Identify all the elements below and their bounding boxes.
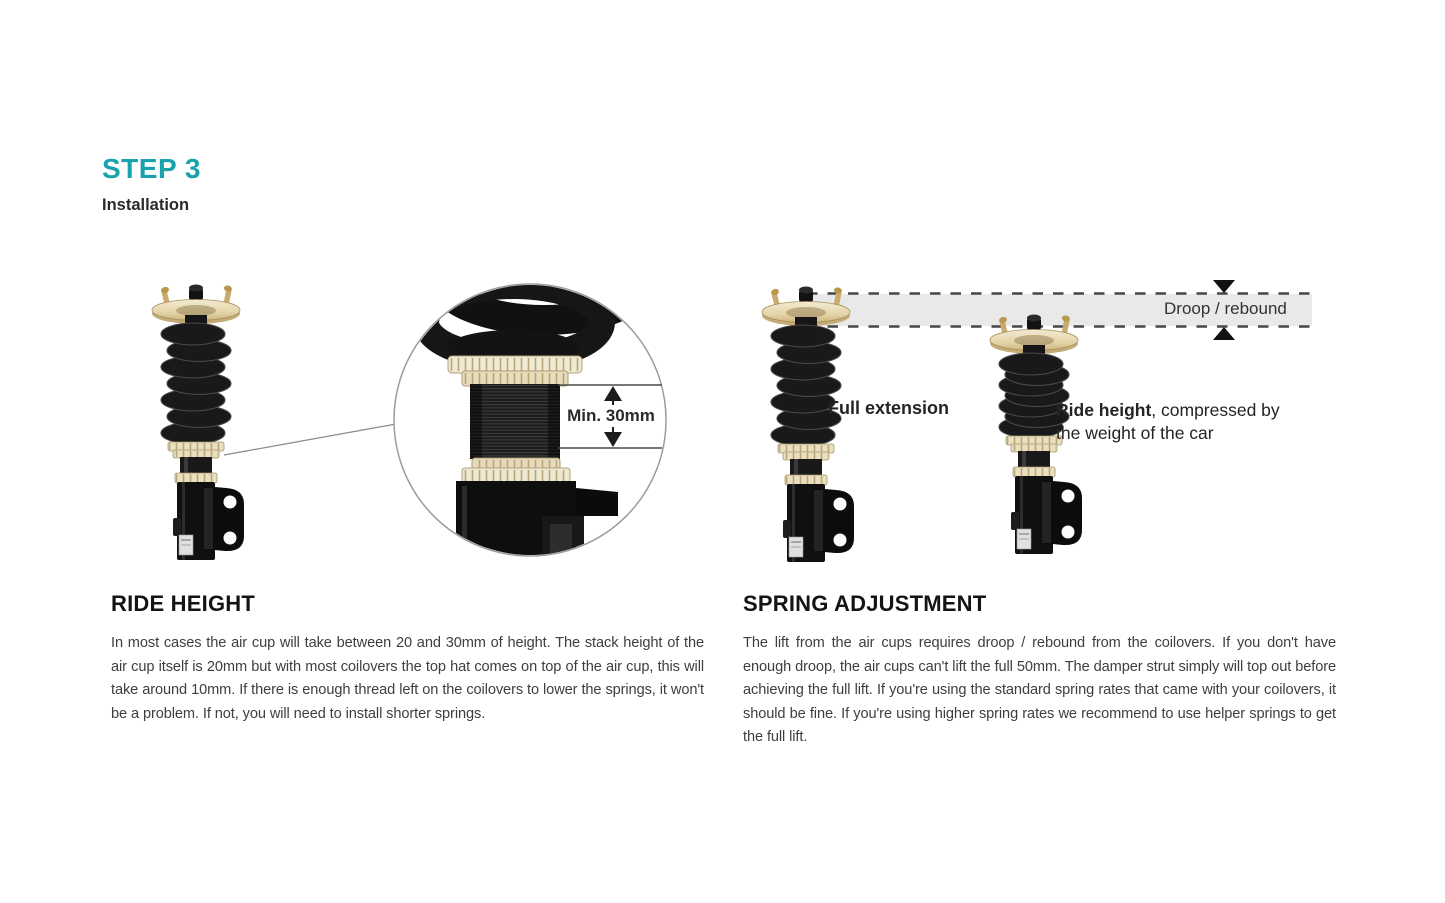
upper-collar-detail [447,355,583,387]
installation-subtitle: Installation [102,196,190,214]
droop-band [807,280,1312,340]
ride-height-annotation: Ride height, compressed by the weight of… [1056,399,1298,445]
droop-rebound-label: Droop / rebound [1164,299,1287,318]
dimension-arrow-down-icon [604,432,622,447]
coilover-photo [151,284,244,560]
droop-arrow-up-icon [1213,327,1235,340]
figure-ride-height [151,283,667,560]
spring-coil-detail [425,285,663,335]
section-title-ride-height: RIDE HEIGHT [111,591,255,616]
magnifier-link-line [223,423,397,456]
section-body-spring-adjustment: The lift from the air cups requires droo… [743,635,1336,746]
droop-arrow-down-icon [1213,280,1235,293]
figure-spring-adjustment [761,280,1312,562]
lower-collar-detail [461,457,571,484]
min-height-dimension [558,384,662,449]
threaded-body-detail [470,384,560,459]
step-heading: STEP 3 [102,153,201,184]
coilover-compressed [989,314,1082,554]
ride-height-annotation-rest: , compressed by the weight of the car [1056,400,1280,443]
section-spring-adjustment: SPRING ADJUSTMENT The lift from the air … [743,591,1336,750]
section-ride-height: RIDE HEIGHT In most cases the air cup wi… [111,591,704,726]
magnifier-circle [393,283,667,557]
section-title-spring-adjustment: SPRING ADJUSTMENT [743,591,987,616]
strut-body-detail [456,481,618,555]
section-body-ride-height: In most cases the air cup will take betw… [111,635,704,722]
min-height-label: Min. 30mm [562,405,660,427]
ride-height-annotation-bold: Ride height [1056,400,1152,420]
full-extension-label: Full extension [828,398,950,418]
coilover-full-extension [761,286,854,562]
dimension-arrow-up-icon [604,386,622,401]
